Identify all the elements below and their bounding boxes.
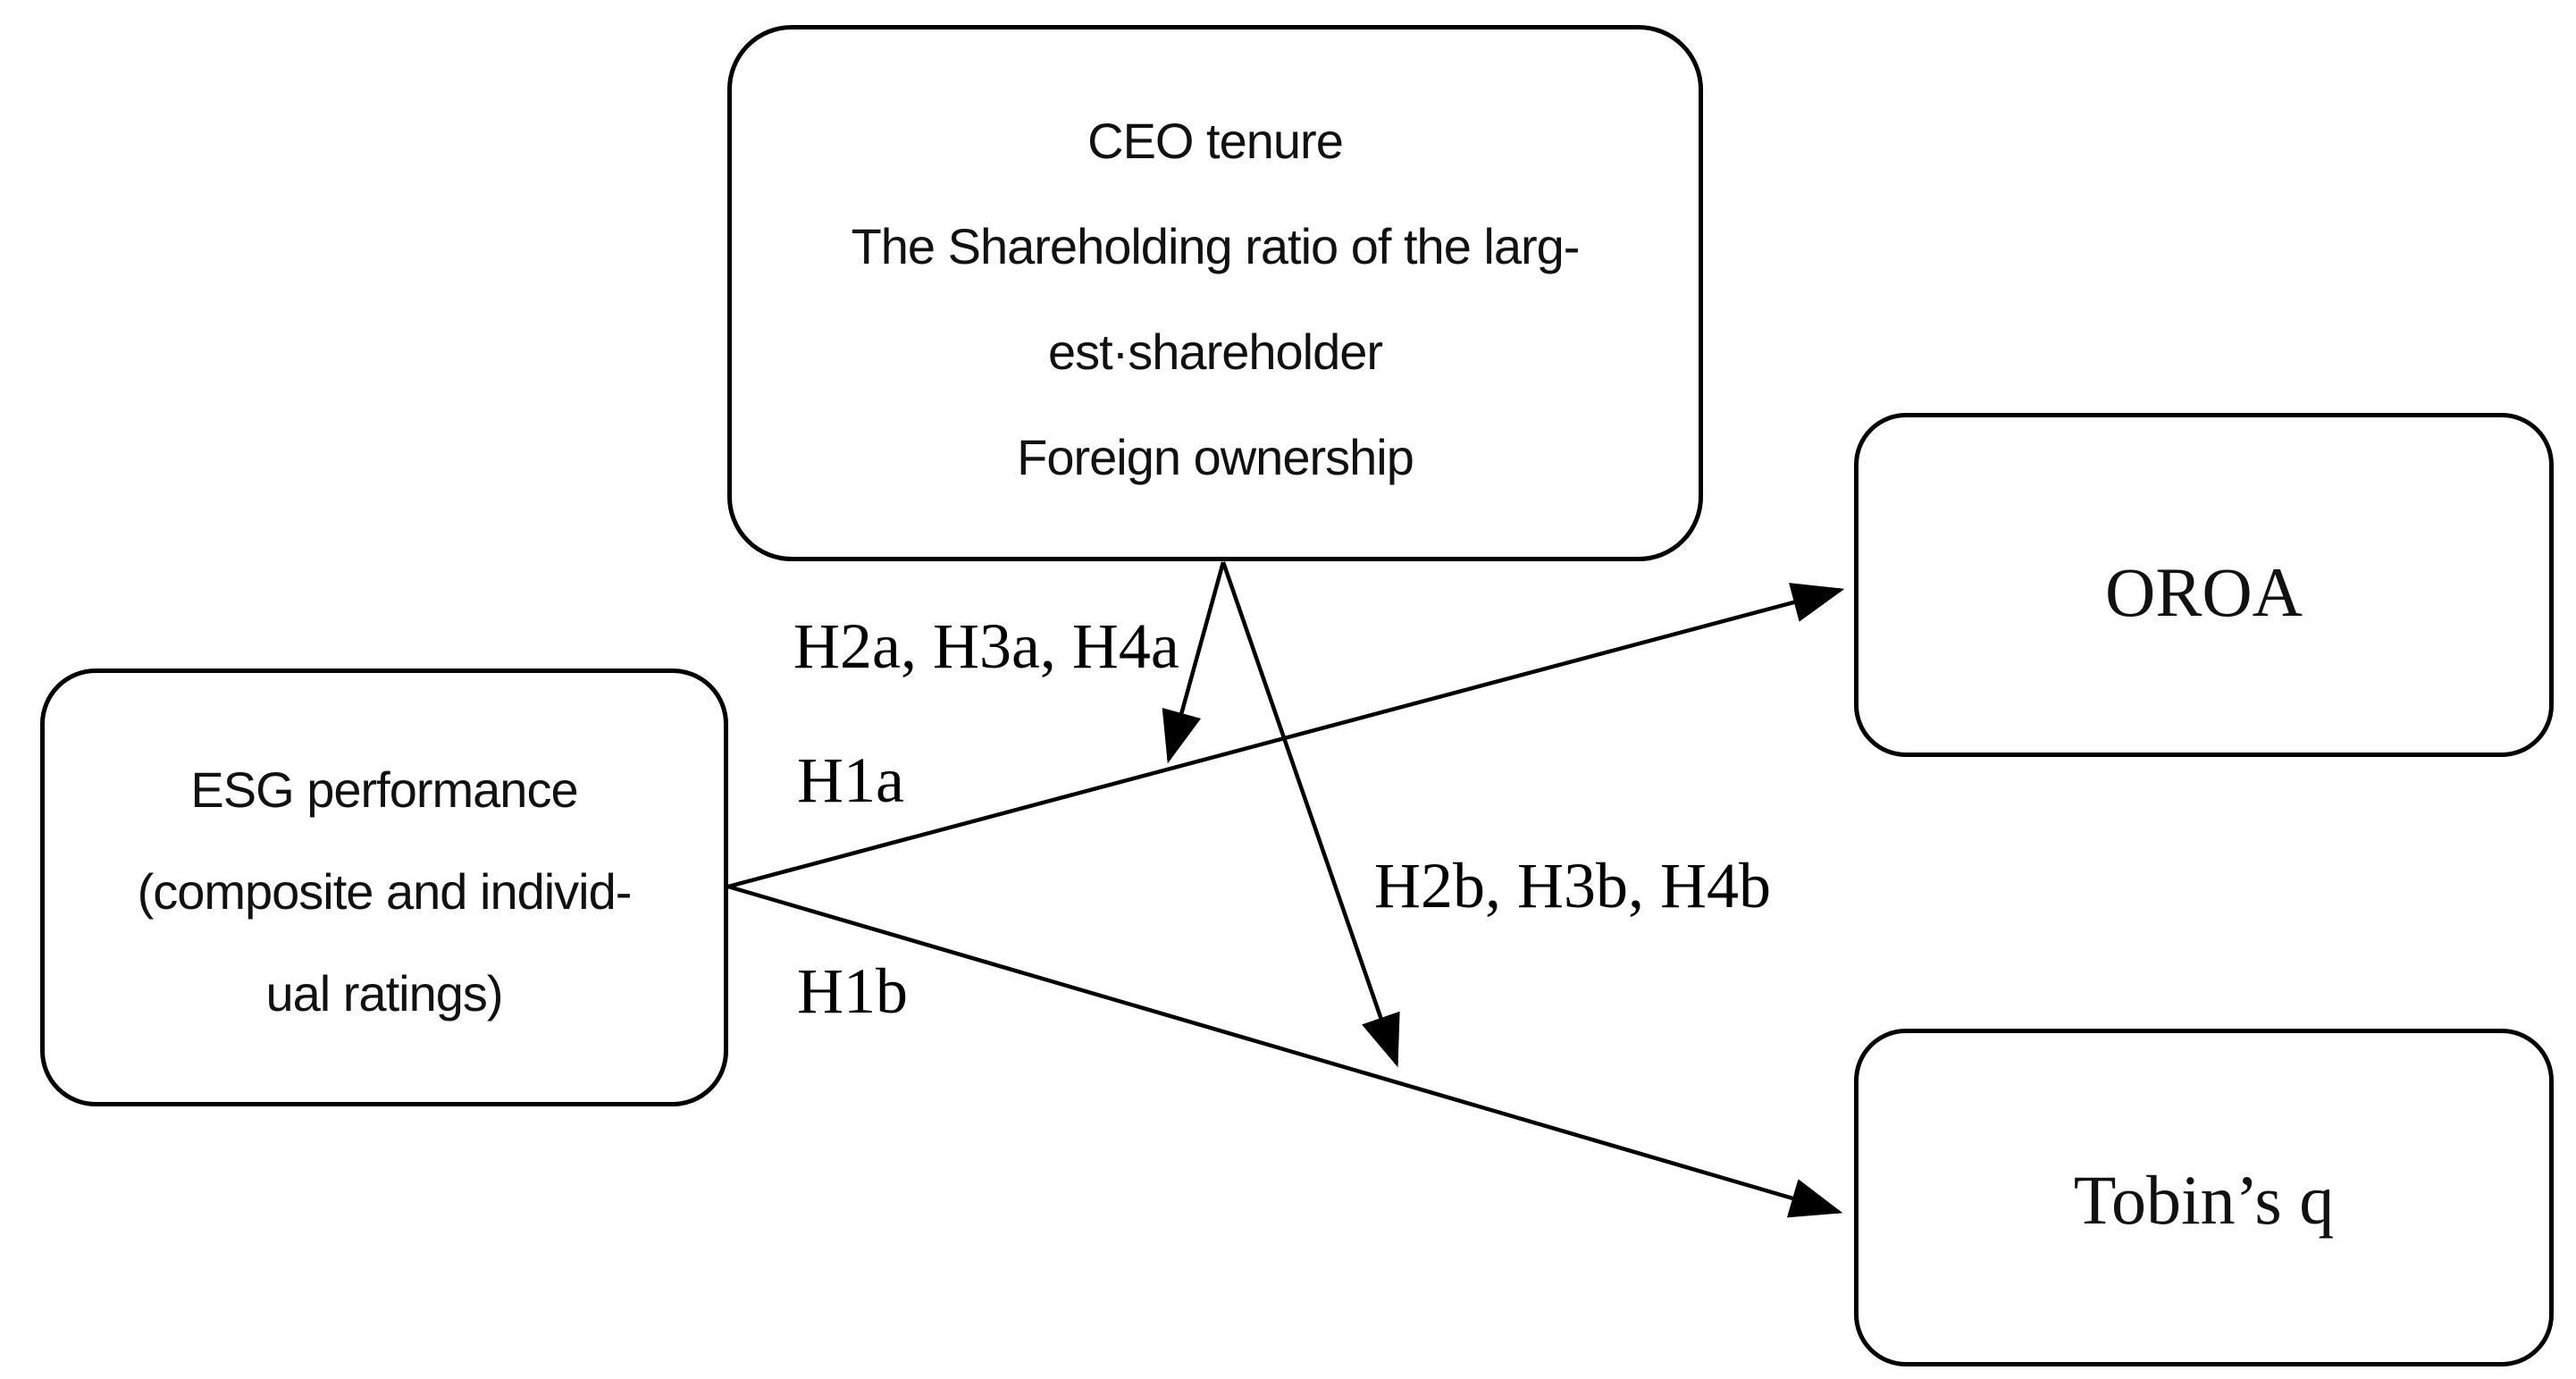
moderators-to-h1b-arrow xyxy=(1221,561,1400,1068)
moderators-box: CEO tenure The Shareholding ratio of the… xyxy=(727,25,1703,561)
esg-line-1: ESG performance xyxy=(190,761,578,818)
h2a-h3a-h4a-edge-label: H2a, H3a, H4a xyxy=(793,610,1179,682)
esg-line-2: (composite and individ- xyxy=(137,863,633,920)
esg-performance-box: ESG performance (composite and individ- … xyxy=(40,668,728,1106)
moderators-line-foreign-ownership: Foreign ownership xyxy=(1017,429,1414,485)
moderators-to-h1a-arrow xyxy=(1162,561,1226,764)
oroa-label: OROA xyxy=(2104,552,2303,631)
oroa-box: OROA xyxy=(1854,413,2554,757)
moderators-line-shareholding-ratio: The Shareholding ratio of the larg- xyxy=(851,218,1581,274)
tobins-q-label: Tobin’s q xyxy=(2073,1161,2335,1239)
tobins-q-box: Tobin’s q xyxy=(1854,1029,2554,1366)
esg-line-3: ual ratings) xyxy=(265,965,503,1022)
h1b-edge-label: H1b xyxy=(797,955,908,1027)
h2b-h3b-h4b-edge-label: H2b, H3b, H4b xyxy=(1374,850,1771,921)
esg-to-tobinsq-arrow xyxy=(727,884,1843,1218)
moderators-line-ceo-tenure: CEO tenure xyxy=(1087,113,1344,169)
moderators-line-largest-shareholder: est·shareholder xyxy=(1047,324,1383,380)
h1a-edge-label: H1a xyxy=(797,744,904,816)
